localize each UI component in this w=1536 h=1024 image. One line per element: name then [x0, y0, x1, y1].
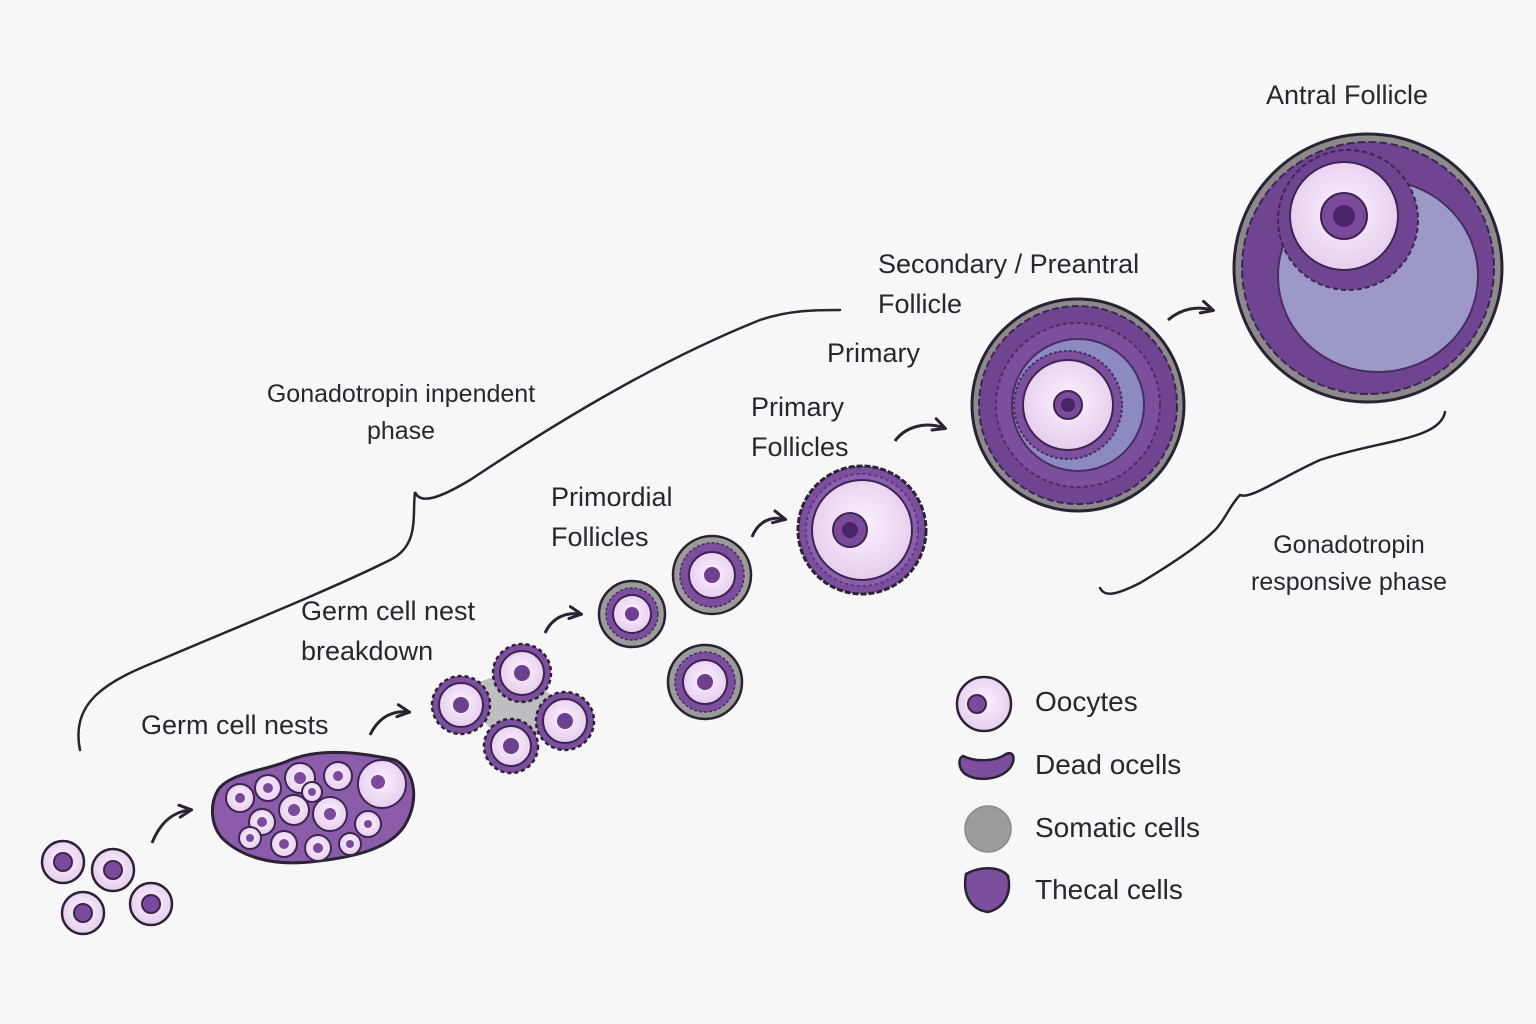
antral-follicle: [1232, 132, 1504, 404]
label-nest-breakdown-line1: Germ cell nest: [301, 596, 476, 626]
label-secondary-line1: Secondary / Preantral: [878, 249, 1140, 279]
secondary-follicle: [970, 297, 1186, 513]
label-primordial-line1: Primordial: [551, 482, 673, 512]
label-nest-breakdown-line2: breakdown: [301, 636, 434, 666]
arrow-to-nests: [150, 810, 190, 844]
breakdown-oocyte: [482, 717, 540, 775]
arrow-to-secondary: [893, 425, 944, 442]
dead-cell-icon: [958, 751, 1015, 781]
nest-breakdown: [430, 642, 596, 775]
independent-phase-brace: [77, 308, 842, 752]
primordial-follicles: [597, 534, 753, 721]
germ-cells: [40, 839, 174, 936]
label-germ-cell-nests: Germ cell nests: [141, 710, 329, 740]
germ-cell: [128, 881, 174, 927]
label-secondary-line2: Follicle: [878, 289, 963, 319]
arrow-to-breakdown: [368, 712, 408, 736]
label-primordial-line2: Follicles: [551, 522, 649, 552]
label-independent-line2: phase: [366, 417, 436, 445]
label-responsive-line2: responsive phase: [1251, 568, 1447, 596]
label-primary: Primary: [827, 338, 920, 368]
legend-label-thecal-cells: Thecal cells: [1035, 874, 1183, 905]
arrow-to-primary: [750, 518, 784, 538]
label-independent-phase: Gonadotropin inpendent phase: [248, 376, 554, 450]
breakdown-oocyte: [534, 690, 596, 752]
germ-cell-nest: [211, 750, 416, 865]
label-primary-follicles: Primary Follicles: [751, 387, 849, 467]
label-responsive-phase: Gonadotropin responsive phase: [1228, 527, 1470, 601]
label-secondary-follicle: Secondary / Preantral Follicle: [878, 244, 1139, 324]
arrow-to-primordial: [543, 614, 580, 634]
label-responsive-line1: Gonadotropin: [1273, 531, 1425, 559]
thecal-cell-icon: [963, 867, 1011, 914]
label-antral-follicle: Antral Follicle: [1266, 80, 1429, 110]
germ-cell: [40, 839, 86, 885]
legend-label-oocytes: Oocytes: [1035, 686, 1138, 717]
primordial-follicle: [597, 579, 667, 649]
label-primary-follicles-line2: Follicles: [751, 432, 849, 462]
legend-label-somatic-cells: Somatic cells: [1035, 812, 1200, 843]
primordial-follicle: [666, 643, 744, 721]
oocyte-icon: [955, 675, 1013, 733]
responsive-phase-brace: [1098, 410, 1447, 595]
legend-label-dead-cells: Dead ocells: [1035, 749, 1182, 780]
breakdown-oocyte: [430, 674, 492, 736]
arrow-to-antral: [1167, 308, 1212, 322]
label-primordial-follicles: Primordial Follicles: [551, 477, 673, 557]
label-independent-line1: Gonadotropin inpendent: [266, 380, 536, 408]
label-primary-follicles-line1: Primary: [751, 392, 844, 422]
legend-icons: [955, 675, 1015, 914]
label-nest-breakdown: Germ cell nest breakdown: [301, 591, 475, 671]
germ-cell: [90, 847, 136, 893]
primordial-follicle: [671, 534, 753, 616]
germ-cell: [60, 890, 106, 936]
breakdown-oocyte: [491, 642, 553, 704]
somatic-cell-icon: [964, 805, 1012, 853]
primary-follicle: [796, 464, 928, 596]
